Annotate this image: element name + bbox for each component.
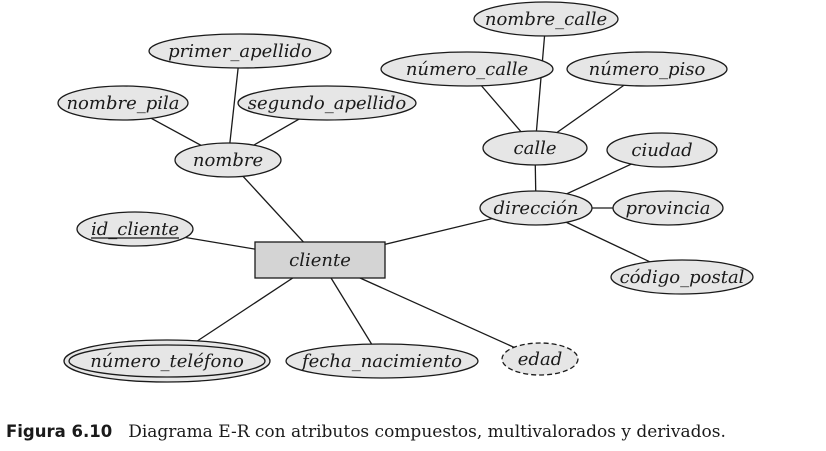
attribute-label: número_piso	[589, 59, 706, 80]
attribute-ellipse	[606, 132, 718, 168]
attribute-fecha-nacimiento: fecha_nacimiento	[285, 343, 479, 379]
figure-caption: Figura 6.10 Diagrama E-R con atributos co…	[0, 422, 826, 442]
attribute-edad: edad	[501, 342, 579, 376]
attribute-segundo-apellido: segundo_apellido	[237, 85, 417, 121]
attribute-label: calle	[514, 138, 557, 159]
attribute-label: código_postal	[620, 267, 745, 288]
attribute-label: primer_apellido	[168, 41, 312, 62]
attribute-label: fecha_nacimiento	[300, 351, 462, 372]
attribute-ellipse	[501, 342, 579, 376]
attribute-codigo-postal: código_postal	[610, 259, 754, 295]
nodes: cliente nombre_calle primer_apellido número…	[57, 1, 754, 383]
attribute-label: id_cliente	[91, 219, 179, 240]
attribute-label: nombre	[193, 150, 263, 171]
attribute-label: nombre_pila	[66, 93, 179, 114]
attribute-label: edad	[518, 349, 562, 370]
attribute-label: ciudad	[631, 140, 692, 161]
attribute-inner-ellipse	[68, 344, 266, 378]
attribute-ellipse	[479, 190, 593, 226]
attribute-direccion: dirección	[479, 190, 593, 226]
edge-calle-nombre-calle	[534, 18, 547, 149]
attribute-numero-telefono: número_teléfono	[63, 339, 271, 383]
attribute-numero-piso: número_piso	[566, 51, 728, 87]
attribute-label: número_calle	[406, 59, 528, 80]
attribute-ellipse	[612, 190, 724, 226]
attribute-label: número_teléfono	[90, 351, 244, 372]
attribute-nombre-pila: nombre_pila	[57, 85, 189, 121]
entity-box	[254, 241, 386, 279]
attribute-ellipse	[473, 1, 619, 37]
attribute-primer-apellido: primer_apellido	[148, 33, 332, 69]
attribute-provincia: provincia	[612, 190, 724, 226]
attribute-ellipse	[148, 33, 332, 69]
caption-text: Diagrama E-R con atributos compuestos, m…	[128, 422, 726, 442]
attribute-label: segundo_apellido	[248, 93, 407, 114]
attribute-ellipse	[482, 130, 588, 166]
attribute-label: nombre_calle	[485, 9, 607, 30]
entity-cliente: cliente	[254, 241, 386, 279]
attribute-ciudad: ciudad	[606, 132, 718, 168]
attribute-label: provincia	[625, 198, 710, 219]
attribute-label: dirección	[494, 198, 579, 219]
attribute-id-cliente: id_cliente	[76, 211, 194, 247]
caption-label: Figura 6.10	[6, 422, 113, 441]
attribute-ellipse	[237, 85, 417, 121]
entity-label: cliente	[289, 250, 351, 271]
attribute-numero-calle: número_calle	[380, 51, 554, 87]
attribute-ellipse	[566, 51, 728, 87]
attribute-nombre-calle: nombre_calle	[473, 1, 619, 37]
attribute-ellipse	[610, 259, 754, 295]
attribute-ellipse	[380, 51, 554, 87]
attribute-ellipse	[57, 85, 189, 121]
attribute-calle: calle	[482, 130, 588, 166]
attribute-ellipse	[63, 339, 271, 383]
attribute-ellipse	[174, 142, 282, 178]
edge-nombre-primer-apellido	[227, 50, 241, 161]
attribute-ellipse	[285, 343, 479, 379]
attribute-nombre: nombre	[174, 142, 282, 178]
